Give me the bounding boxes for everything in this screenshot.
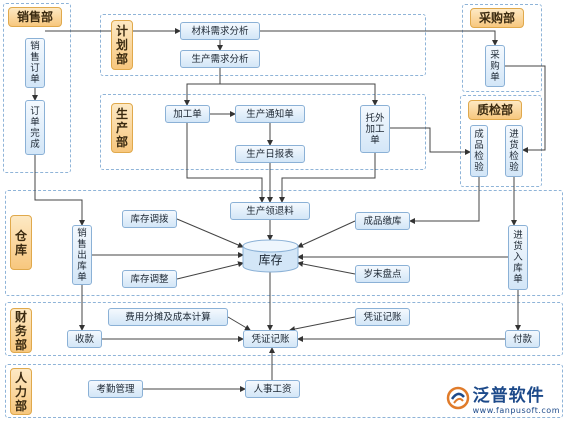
- dept-hr: 人 力 部: [10, 368, 32, 415]
- production-daily-box[interactable]: 生产日报表: [235, 145, 305, 163]
- dept-warehouse: 仓 库: [10, 215, 32, 270]
- sales-order-box[interactable]: 销售订单: [25, 38, 45, 88]
- fanpu-logo: 泛普软件 www.fanpusoft.com: [446, 381, 560, 415]
- dept-sales: 销售部: [8, 7, 62, 27]
- dept-finance: 财 务 部: [10, 308, 32, 353]
- fanpu-logo-icon: [446, 386, 469, 410]
- qc-region: [460, 95, 542, 187]
- year-end-count-box[interactable]: 岁末盘点: [355, 265, 410, 283]
- stock-adjust-box[interactable]: 库存调整: [122, 270, 177, 288]
- dept-production: 生 产 部: [111, 103, 133, 153]
- warehouse-region: [5, 190, 563, 296]
- voucher-center-box[interactable]: 凭证记账: [243, 330, 298, 348]
- incoming-inspection-box[interactable]: 进货检验: [505, 125, 523, 177]
- material-issue-box[interactable]: 生产领退料: [230, 202, 310, 220]
- attendance-box[interactable]: 考勤管理: [88, 380, 143, 398]
- sales-outbound-box[interactable]: 销售出库单: [72, 225, 92, 285]
- voucher-right-box[interactable]: 凭证记账: [355, 308, 410, 326]
- hr-region: [5, 364, 563, 418]
- finished-inspection-box[interactable]: 成品检验: [470, 125, 488, 177]
- production-analysis-box[interactable]: 生产需求分析: [180, 50, 260, 68]
- outsource-order-box[interactable]: 托外加工单: [360, 105, 390, 153]
- inventory-label[interactable]: 库存: [258, 252, 283, 267]
- dept-qc: 质检部: [468, 100, 522, 120]
- logo-name: 泛普软件: [472, 386, 545, 406]
- payment-box[interactable]: 付款: [505, 330, 540, 348]
- dept-purchasing: 采购部: [470, 8, 524, 28]
- planning-region: [100, 14, 426, 76]
- logo-url: www.fanpusoft.com: [472, 406, 560, 415]
- dept-planning: 计 划 部: [111, 20, 133, 70]
- material-analysis-box[interactable]: 材料需求分析: [180, 22, 260, 40]
- cost-allocation-box[interactable]: 费用分摊及成本计算: [108, 308, 228, 326]
- sales-region: [3, 3, 71, 173]
- production-region: [100, 94, 426, 170]
- finance-region: [5, 302, 563, 356]
- purchasing-region: [462, 4, 542, 92]
- stock-transfer-box[interactable]: 库存调拨: [122, 210, 177, 228]
- finished-storage-box[interactable]: 成品缴库: [355, 212, 410, 230]
- order-complete-box[interactable]: 订单完成: [25, 100, 45, 155]
- production-notice-box[interactable]: 生产通知单: [235, 105, 305, 123]
- receipt-box[interactable]: 收款: [67, 330, 102, 348]
- inventory-cylinder: [242, 239, 299, 273]
- payroll-box[interactable]: 人事工资: [245, 380, 300, 398]
- purchase-inbound-box[interactable]: 进货入库单: [508, 225, 528, 290]
- work-order-box[interactable]: 加工单: [165, 105, 210, 123]
- purchase-order-box[interactable]: 采购单: [485, 45, 505, 87]
